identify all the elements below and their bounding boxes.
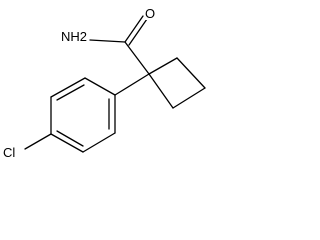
cyclobutane-bond-2 — [176, 57, 206, 89]
oxygen-atom-label: O — [145, 6, 156, 21]
amide-group — [89, 15, 150, 75]
benzene-bond-4 — [50, 133, 84, 153]
chlorine-atom-label: Cl — [3, 145, 16, 160]
aryl-to-quaternary-bond — [114, 73, 150, 96]
molecule-diagram: O NH2 Cl — [0, 0, 214, 166]
cyclobutane-bond-1 — [148, 57, 178, 75]
carbonyl-bond-1 — [124, 15, 144, 43]
carbonyl-bond-2 — [128, 18, 148, 46]
benzene-inner-double-bond-2 — [56, 130, 84, 147]
benzene-bond-1 — [84, 77, 116, 96]
cyclobutane-ring — [148, 57, 206, 109]
benzene-bond-2 — [50, 77, 86, 98]
benzene-bond-5 — [82, 132, 116, 153]
skeletal-structure — [24, 15, 206, 153]
benzene-inner-double-bond-1 — [56, 84, 85, 101]
aryl-chlorine-bond — [24, 133, 52, 150]
cyclobutane-bond-4 — [148, 73, 174, 109]
amide-cn-bond — [89, 39, 126, 43]
cyclobutane-bond-3 — [172, 87, 206, 109]
quaternary-to-carbonyl-bond — [124, 41, 150, 75]
benzene-ring — [50, 77, 116, 153]
amide-nitrogen-label: NH2 — [61, 29, 88, 44]
